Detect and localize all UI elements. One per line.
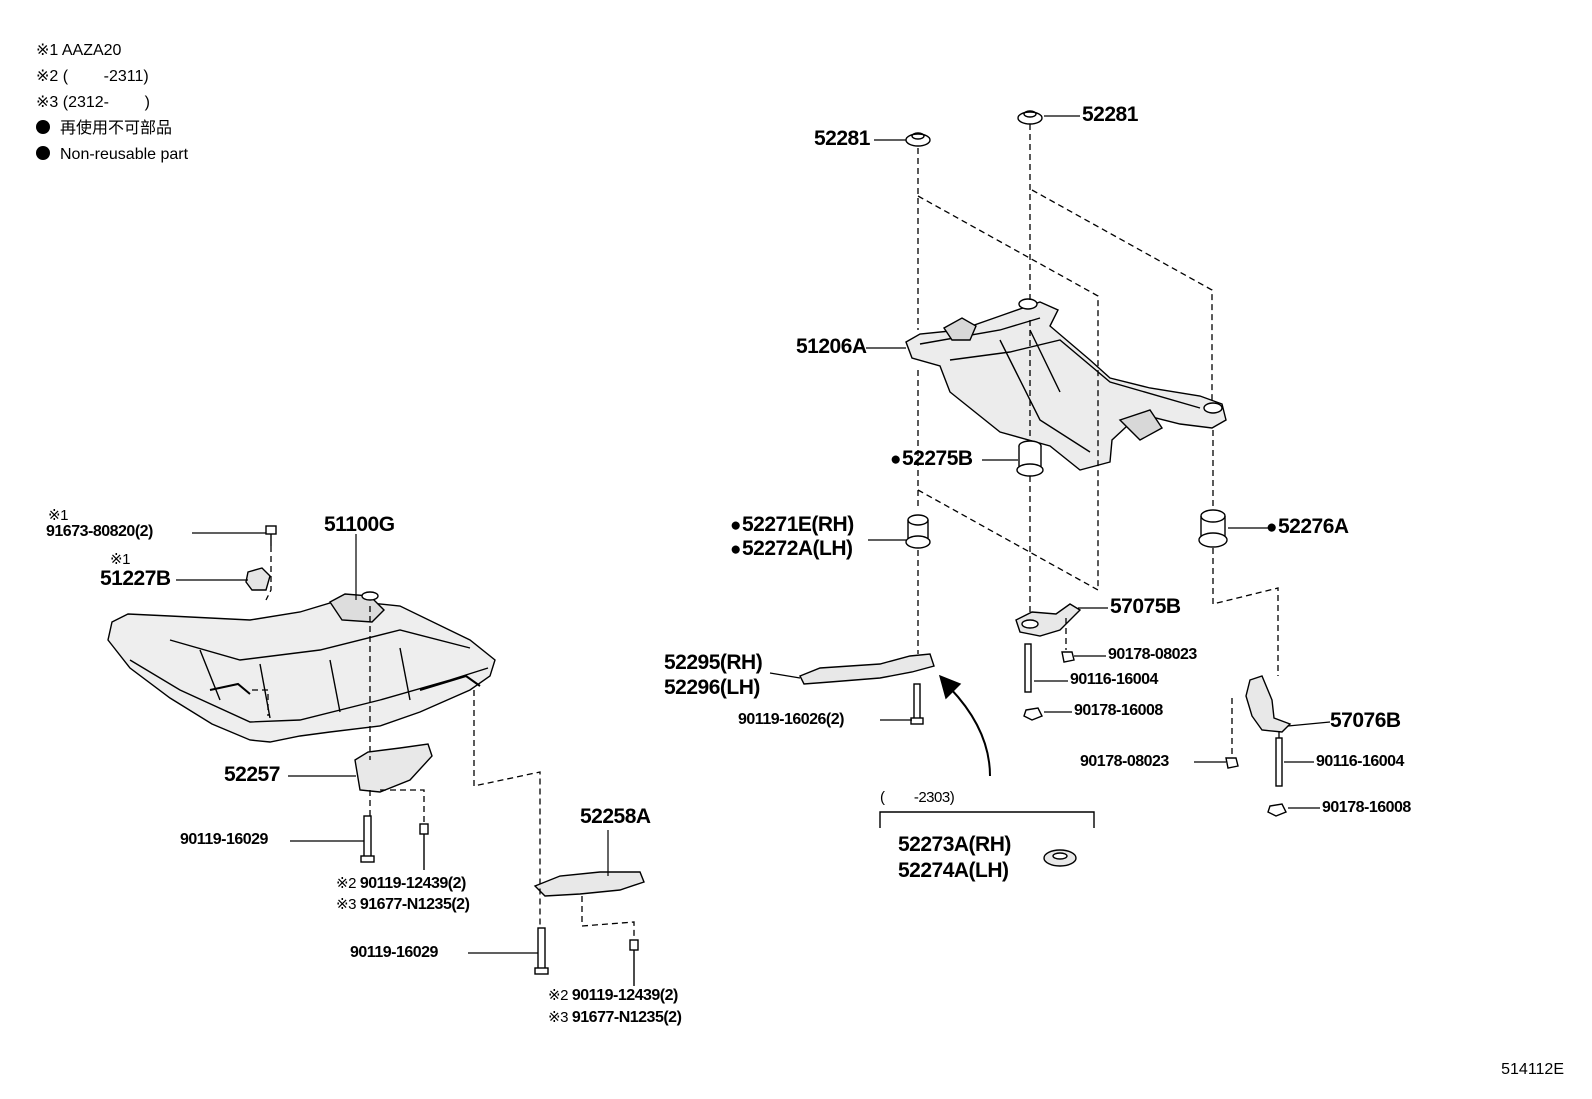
stud-90116-16004-b bbox=[1275, 737, 1283, 787]
nut-90178-16008-a bbox=[1023, 707, 1043, 721]
rear-member-51206a bbox=[905, 298, 1227, 471]
bushing-52275b bbox=[1016, 440, 1044, 477]
bushing-52276a bbox=[1198, 509, 1228, 548]
legend-note-2: ※2 ( -2311) bbox=[36, 68, 149, 85]
label-57075b: 57075B bbox=[1110, 595, 1181, 618]
label-90119-12439-b-text: 90119-12439(2) bbox=[571, 987, 678, 1004]
label-51100g: 51100G bbox=[324, 513, 395, 536]
dashed-assembly-lines bbox=[252, 124, 1280, 940]
bolt-90119-16029-b bbox=[534, 927, 549, 975]
label-57076b: 57076B bbox=[1330, 709, 1401, 732]
label-91677-a: ※3 91677-N1235(2) bbox=[336, 896, 470, 914]
mark-1-b: ※1 bbox=[110, 551, 130, 568]
label-90119-16029-a: 90119-16029 bbox=[180, 831, 268, 848]
label-52274a: 52274A(LH) bbox=[898, 859, 1009, 882]
label-range-2303: ( -2303) bbox=[880, 789, 955, 806]
cushion-52281-b bbox=[1017, 110, 1043, 125]
bolt-90119-12439-a bbox=[419, 823, 429, 870]
label-52276a: 52276A bbox=[1266, 515, 1349, 538]
label-52272a: 52272A(LH) bbox=[730, 537, 853, 560]
label-90119-12439-a: ※2 90119-12439(2) bbox=[336, 875, 466, 893]
legend-en-text: Non-reusable part bbox=[60, 146, 189, 163]
legend-note-3: ※3 (2312- ) bbox=[36, 94, 150, 111]
washer-52273a bbox=[1043, 849, 1077, 867]
bolt-90119-16026 bbox=[910, 683, 924, 725]
bullet-icon bbox=[36, 146, 50, 160]
label-91673-80820: 91673-80820(2) bbox=[46, 523, 153, 540]
label-90119-12439-b: ※2 90119-12439(2) bbox=[548, 987, 678, 1005]
label-52275b: 52275B bbox=[890, 447, 973, 470]
label-52281-a: 52281 bbox=[814, 127, 870, 150]
label-52273a: 52273A(RH) bbox=[898, 833, 1011, 856]
bullet-icon bbox=[36, 120, 50, 134]
bracket-57075b-hole bbox=[1021, 619, 1039, 629]
nut-90178-16008-b bbox=[1267, 803, 1287, 817]
legend-jp-text: 再使用不可部品 bbox=[60, 120, 173, 137]
legend-note-1: ※1 AAZA20 bbox=[36, 42, 122, 59]
diagram-code: 514112E bbox=[1501, 1061, 1564, 1078]
label-90116-16004-b: 90116-16004 bbox=[1316, 753, 1404, 770]
arrow-head bbox=[938, 674, 962, 700]
range-bracket bbox=[879, 811, 1095, 828]
label-91677-b-text: 91677-N1235(2) bbox=[571, 1009, 682, 1026]
label-90178-08023-a: 90178-08023 bbox=[1108, 646, 1197, 663]
bolt-90119-16029-a bbox=[360, 815, 375, 863]
leader-lines bbox=[176, 115, 1331, 954]
arm-52295 bbox=[799, 653, 935, 685]
label-90119-16026: 90119-16026(2) bbox=[738, 711, 844, 728]
label-52257: 52257 bbox=[224, 763, 280, 786]
label-51206a: 51206A bbox=[796, 335, 867, 358]
bracket-51227b bbox=[245, 567, 271, 591]
mark-1-a: ※1 bbox=[48, 507, 68, 524]
nut-90178-08023-b bbox=[1225, 757, 1239, 769]
mark-3-b: ※3 bbox=[548, 1009, 568, 1026]
label-52295: 52295(RH) bbox=[664, 651, 763, 674]
label-90178-08023-b: 90178-08023 bbox=[1080, 753, 1169, 770]
direction-arrow bbox=[949, 687, 991, 777]
legend-nonreusable-jp: 再使用不可部品 bbox=[36, 116, 188, 142]
stud-90116-16004-a bbox=[1024, 643, 1032, 693]
mark-2-b: ※2 bbox=[548, 987, 568, 1004]
label-52258a: 52258A bbox=[580, 805, 651, 828]
bolt-90119-12439-b bbox=[629, 939, 639, 986]
legend: ※1 AAZA20 ※2 ( -2311) ※3 (2312- ) 再使用不可部… bbox=[36, 38, 188, 168]
label-90178-16008-b: 90178-16008 bbox=[1322, 799, 1411, 816]
label-90119-16029-b: 90119-16029 bbox=[350, 944, 438, 961]
mark-2-a: ※2 bbox=[336, 875, 356, 892]
label-90116-16004-a: 90116-16004 bbox=[1070, 671, 1158, 688]
label-52271e: 52271E(RH) bbox=[730, 513, 854, 536]
bolt-91673 bbox=[265, 525, 277, 546]
label-91677-b: ※3 91677-N1235(2) bbox=[548, 1009, 682, 1027]
front-crossmember-51100g bbox=[107, 591, 496, 743]
bracket-57076b bbox=[1245, 675, 1292, 733]
bushing-52271e bbox=[905, 514, 931, 549]
bracket-52258a bbox=[533, 871, 645, 897]
label-52296: 52296(LH) bbox=[664, 676, 760, 699]
mark-3-a: ※3 bbox=[336, 896, 356, 913]
label-90119-12439-a-text: 90119-12439(2) bbox=[359, 875, 466, 892]
bracket-52257 bbox=[354, 743, 433, 793]
label-52281-b: 52281 bbox=[1082, 103, 1138, 126]
label-91677-a-text: 91677-N1235(2) bbox=[359, 896, 470, 913]
label-90178-16008-a: 90178-16008 bbox=[1074, 702, 1163, 719]
cushion-52281-a bbox=[905, 132, 931, 147]
legend-nonreusable-en: Non-reusable part bbox=[36, 142, 188, 168]
nut-90178-08023-a bbox=[1061, 651, 1075, 663]
label-51227b: 51227B bbox=[100, 567, 171, 590]
